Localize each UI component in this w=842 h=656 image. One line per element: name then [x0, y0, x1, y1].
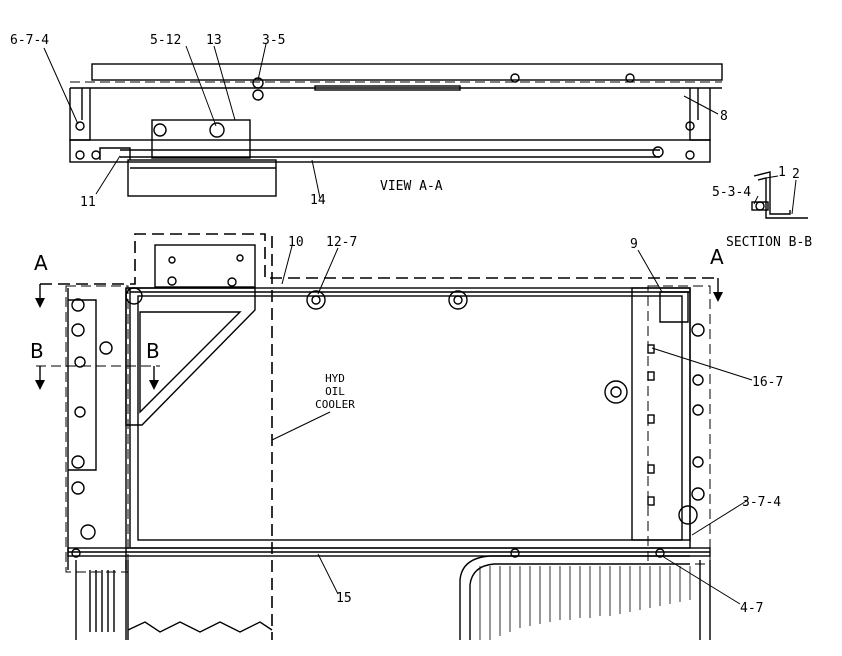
bolt-icon [74, 406, 86, 418]
bolt-icon [153, 123, 167, 137]
bolt-icon [71, 298, 85, 312]
bolt-icon [655, 548, 665, 558]
cooler-frame-top [69, 139, 711, 163]
bolt-icon [71, 548, 81, 558]
callout-13: 13 [206, 33, 222, 48]
bolt-icon [510, 548, 520, 558]
bolt-icon [510, 73, 520, 83]
bolt-icon [71, 323, 85, 337]
bolt-icon [652, 146, 664, 158]
callout-8: 8 [720, 109, 728, 124]
section-b-b-title: SECTION B-B [726, 235, 812, 250]
section-marker-b-right: B [146, 339, 160, 363]
bolt-icon [691, 487, 705, 501]
bolt-icon [604, 380, 628, 404]
callout-4-7: 4-7 [740, 601, 763, 616]
hose-fins [459, 555, 690, 640]
callout-12-7: 12-7 [326, 235, 357, 250]
bolt-icon [692, 374, 704, 386]
section-line-a [40, 233, 718, 285]
bolt-icon [692, 404, 704, 416]
callout-2: 2 [792, 167, 800, 182]
bolt-icon [75, 121, 85, 131]
right-bracket [689, 88, 711, 141]
left-side-panel [65, 285, 129, 573]
callout-11: 11 [80, 195, 96, 210]
bolt-icon [678, 505, 698, 525]
bolt-icon [91, 150, 101, 160]
cooler-core [129, 287, 691, 549]
bolt-icon [692, 456, 704, 468]
bolt-icon [755, 201, 765, 211]
bolt-icon [685, 121, 695, 131]
callout-5-3-4: 5-3-4 [712, 185, 751, 200]
mount-bracket [154, 244, 256, 288]
leader-lines [43, 43, 797, 605]
callout-1: 1 [778, 165, 786, 180]
bolt-icon [209, 122, 225, 138]
view-a-a-title: VIEW A-A [380, 179, 443, 194]
section-marker-a-right: A [710, 245, 724, 269]
front-view [35, 233, 723, 640]
callout-14: 14 [310, 193, 326, 208]
cooler-label-line-1: HYD [325, 372, 345, 385]
bolt-icon [448, 290, 468, 310]
view-a-a [69, 63, 723, 197]
callout-5-12: 5-12 [150, 33, 181, 48]
top-plate [91, 63, 723, 81]
bolt-icon [71, 481, 85, 495]
callout-3-5: 3-5 [262, 33, 285, 48]
section-marker-a-left: A [34, 251, 48, 275]
bolt-icon [74, 356, 86, 368]
section-marker-b-left: B [30, 339, 44, 363]
bolt-icon [306, 290, 326, 310]
lower-block [127, 159, 277, 197]
cooler-label-line-2: OIL [325, 385, 345, 398]
callout-15: 15 [336, 591, 352, 606]
callout-10: 10 [288, 235, 304, 250]
callout-16-7: 16-7 [752, 375, 783, 390]
bolt-icon [80, 524, 96, 540]
callout-3-7-4: 3-7-4 [742, 495, 781, 510]
section-b-b [751, 171, 808, 219]
cooler-label-line-3: COOLER [315, 398, 355, 411]
part-11 [99, 147, 131, 160]
bolt-icon [75, 150, 85, 160]
bolt-icon [625, 73, 635, 83]
callout-6-7-4: 6-7-4 [10, 33, 49, 48]
callout-9: 9 [630, 237, 638, 252]
bolt-icon [252, 89, 264, 101]
bolt-icon [691, 323, 705, 337]
bolt-icon [99, 341, 113, 355]
mount-block [151, 119, 251, 159]
bolt-icon [685, 150, 695, 160]
bolt-icon [71, 455, 85, 469]
section-profile [753, 171, 791, 215]
labels: 6-7-4 5-12 13 3-5 8 11 14 VIEW A-A 1 2 5… [10, 33, 812, 616]
right-side-panel [647, 285, 711, 565]
